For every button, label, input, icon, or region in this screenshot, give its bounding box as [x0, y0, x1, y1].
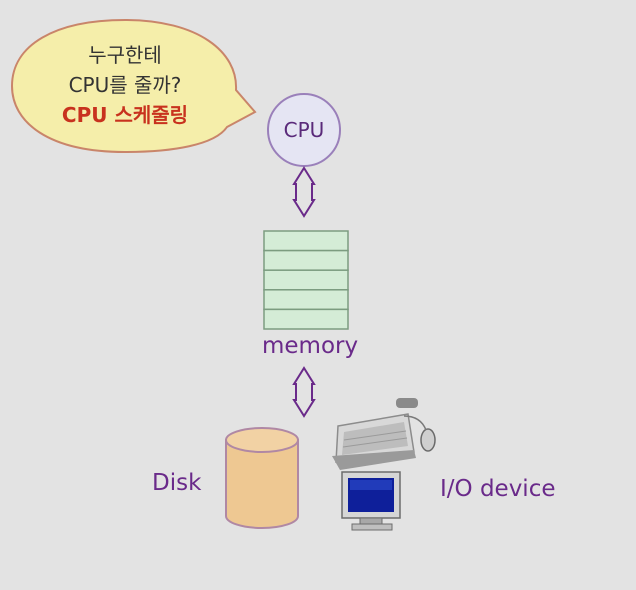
bubble-line-2: CPU를 줄까? — [68, 73, 182, 97]
memory-slot — [263, 249, 349, 271]
double-arrow-cpu-memory — [292, 166, 316, 218]
memory-label: memory — [262, 333, 359, 359]
double-arrow-memory-devices — [292, 366, 316, 418]
cpu-label: CPU — [283, 118, 325, 142]
disk-label: Disk — [152, 470, 202, 496]
memory-stack — [263, 230, 349, 330]
mouse-icon — [403, 415, 436, 452]
memory-slot — [263, 269, 349, 291]
cpu-circle — [267, 93, 341, 167]
speech-bubble-shape — [10, 18, 257, 154]
disk-icon — [225, 427, 299, 529]
memory-slot — [263, 289, 349, 311]
memory-slot — [263, 308, 349, 330]
memory-slot — [263, 230, 349, 252]
keyboard-icon — [332, 398, 418, 470]
speech-bubble-text: 누구한테 CPU를 줄까? CPU 스케줄링 — [20, 40, 230, 130]
monitor-icon — [341, 471, 401, 531]
bubble-line-1: 누구한테 — [88, 43, 162, 67]
bubble-line-3: CPU 스케줄링 — [61, 103, 189, 127]
io-device-label: I/O device — [440, 476, 556, 502]
